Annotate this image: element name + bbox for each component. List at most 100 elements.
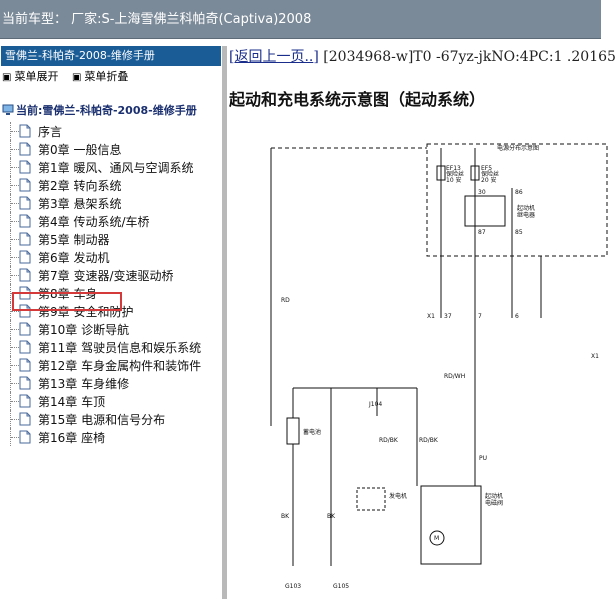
diagram-ef5-a: EF5 bbox=[481, 165, 492, 172]
document-icon bbox=[19, 340, 31, 354]
diagram-power-dist: 电源分布示意图 bbox=[497, 144, 539, 152]
tree-item-label: 第10章 诊断导航 bbox=[38, 323, 130, 337]
diagram-rdwh: RD/WH bbox=[444, 373, 465, 380]
tree-item-label: 第7章 变速器/变速驱动桥 bbox=[38, 269, 174, 283]
expand-icon: ▣ bbox=[2, 72, 12, 83]
back-link[interactable]: [返回上一页..] bbox=[229, 49, 319, 65]
tree-branch bbox=[10, 338, 19, 356]
battery-symbol bbox=[286, 417, 300, 445]
document-icon bbox=[19, 322, 31, 336]
diagram-p85: 85 bbox=[515, 229, 523, 236]
tree-item-label: 第6章 发动机 bbox=[38, 251, 110, 265]
diagram-starter-a: 起动机 bbox=[485, 492, 503, 500]
document-icon bbox=[19, 412, 31, 426]
diagram-x1: X1 bbox=[427, 313, 435, 320]
diagram-g105: G105 bbox=[333, 583, 349, 590]
document-icon bbox=[19, 232, 31, 246]
diagram-x1-37: 37 bbox=[444, 313, 452, 320]
tree-item-label: 第5章 制动器 bbox=[38, 233, 110, 247]
document-icon bbox=[19, 124, 31, 138]
collapse-menu-button[interactable]: ▣菜单折叠 bbox=[71, 70, 129, 83]
diagram-relay-a: 起动机 bbox=[517, 204, 535, 212]
diagram-battery: 蓄电池 bbox=[303, 428, 321, 436]
tree-item-label: 第12章 车身金属构件和装饰件 bbox=[38, 359, 202, 373]
tree-item-label: 第13章 车身维修 bbox=[38, 377, 130, 391]
tree-item-label: 第1章 暖风、通风与空调系统 bbox=[38, 161, 194, 175]
diagram-m: M bbox=[434, 535, 439, 542]
tree-item-label: 第16章 座椅 bbox=[38, 431, 106, 445]
generator-box bbox=[356, 487, 386, 511]
relay-box bbox=[464, 195, 506, 227]
diagram-p30: 30 bbox=[478, 189, 486, 196]
diagram-j104: J104 bbox=[368, 401, 382, 408]
diagram-ef5-b: 保险丝 bbox=[481, 170, 499, 178]
tree-item-label: 第4章 传动系统/车桥 bbox=[38, 215, 150, 229]
tree-branch bbox=[10, 158, 19, 176]
tree-branch bbox=[10, 410, 19, 428]
diagram-pu: PU bbox=[479, 455, 487, 462]
doc-nav: [返回上一页..] [2034968-w]T0 -67yz-jkNO:4PC:1… bbox=[229, 46, 616, 66]
document-icon bbox=[19, 142, 31, 156]
fuse-ef13 bbox=[436, 165, 446, 181]
title-bar: 当前车型： 厂家:S-上海雪佛兰科帕奇(Captiva)2008 bbox=[0, 0, 601, 39]
tree-item-label: 第9章 安全和防护 bbox=[38, 305, 134, 319]
tree-item-label: 第14章 车顶 bbox=[38, 395, 106, 409]
document-icon bbox=[19, 394, 31, 408]
document-icon bbox=[19, 430, 31, 444]
wiring-diagram: 电源分布示意图 EF13 保险丝 10 安 EF5 保险丝 20 安 起动机 继… bbox=[270, 143, 608, 590]
diagram-starter-b: 电磁阀 bbox=[485, 499, 503, 507]
tree-branch bbox=[10, 140, 19, 158]
document-icon bbox=[19, 268, 31, 282]
tree-branch bbox=[10, 176, 19, 194]
diagram-x1-7: 7 bbox=[478, 313, 482, 320]
tree-branch bbox=[10, 266, 19, 284]
tree-branch bbox=[10, 428, 19, 446]
tree-item-label: 第11章 驾驶员信息和娱乐系统 bbox=[38, 341, 202, 355]
diagram-p86: 86 bbox=[515, 189, 523, 196]
diagram-relay-b: 继电器 bbox=[517, 211, 535, 219]
diagram-g103: G103 bbox=[285, 583, 301, 590]
tree-branch bbox=[10, 356, 19, 374]
diagram-rdbk-2: RD/BK bbox=[419, 437, 439, 444]
motor-symbol bbox=[429, 530, 445, 546]
fuse-ef5 bbox=[470, 165, 480, 181]
expand-menu-button[interactable]: ▣菜单展开 bbox=[2, 70, 59, 83]
tree-item-label: 序言 bbox=[38, 125, 63, 139]
tree-branch bbox=[10, 248, 19, 266]
sidebar: 雪佛兰-科帕奇-2008-维修手册 ▣菜单展开 ▣菜单折叠 当前:雪佛兰-科帕奇… bbox=[0, 46, 222, 599]
diagram-ef13-c: 10 安 bbox=[446, 176, 462, 184]
diagram-bk-2: BK bbox=[327, 513, 336, 520]
starter-box bbox=[420, 485, 482, 565]
tree-item-label: 第3章 悬架系统 bbox=[38, 197, 122, 211]
computer-icon bbox=[2, 104, 14, 115]
document-icon bbox=[19, 196, 31, 210]
tree-item-label: 第15章 电源和信号分布 bbox=[38, 413, 166, 427]
document-icon bbox=[19, 160, 31, 174]
power-dist-box bbox=[426, 143, 608, 257]
collapse-icon: ▣ bbox=[71, 72, 82, 83]
tree-branch bbox=[10, 320, 19, 338]
tree-item-label: 第8章 车身 bbox=[38, 287, 98, 301]
document-icon bbox=[19, 178, 31, 192]
tree-root[interactable]: 当前:雪佛兰-科帕奇-2008-维修手册 bbox=[2, 102, 197, 118]
tree-branch bbox=[10, 212, 19, 230]
tree-branch bbox=[10, 392, 19, 410]
diagram-rd: RD bbox=[281, 297, 290, 304]
tree-branch bbox=[10, 230, 19, 248]
pane-splitter[interactable] bbox=[222, 46, 227, 599]
diagram-bk-1: BK bbox=[281, 513, 290, 520]
diagram-p87: 87 bbox=[478, 229, 486, 236]
document-icon bbox=[19, 358, 31, 372]
diagram-generator: 发电机 bbox=[389, 492, 407, 500]
diagram-x1-6: 6 bbox=[515, 313, 519, 320]
tree-item-label: 第2章 转向系统 bbox=[38, 179, 122, 193]
diagram-ef13-b: 保险丝 bbox=[446, 170, 464, 178]
diagram-rdbk-1: RD/BK bbox=[379, 437, 399, 444]
tree-item-label: 第0章 一般信息 bbox=[38, 143, 122, 157]
vehicle-title: 当前车型： 厂家:S-上海雪佛兰科帕奇(Captiva)2008 bbox=[2, 12, 312, 27]
content-pane: [返回上一页..] [2034968-w]T0 -67yz-jkNO:4PC:1… bbox=[227, 46, 616, 599]
document-icon bbox=[19, 376, 31, 390]
document-icon bbox=[19, 214, 31, 228]
diagram-ef5-c: 20 安 bbox=[481, 176, 497, 184]
document-icon bbox=[19, 304, 31, 318]
